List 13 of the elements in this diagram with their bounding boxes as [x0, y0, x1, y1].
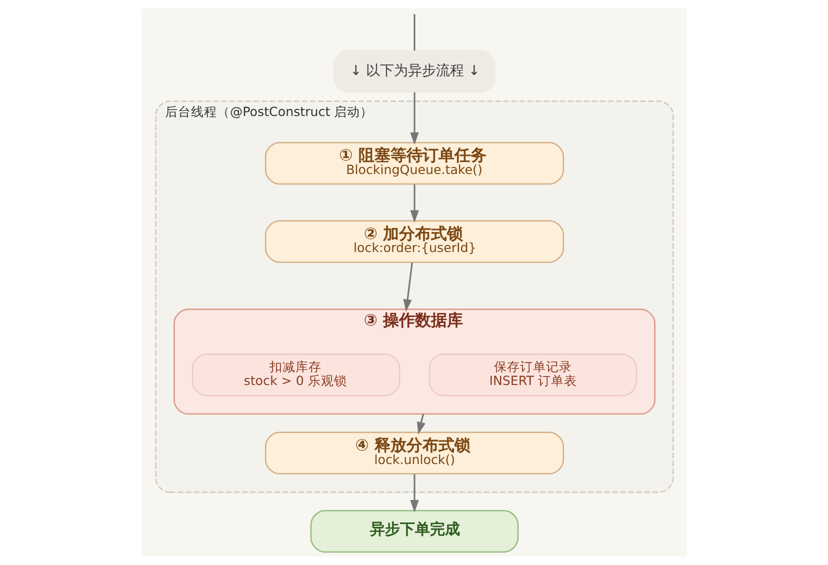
node-box: 扣减库存 stock > 0 乐观锁: [191, 354, 400, 396]
node-box: ↓ 以下为异步流程 ↓: [332, 50, 496, 93]
node-box: 异步下单完成: [310, 510, 518, 553]
node-box: ② 加分布式锁 lock:order:{userId}: [264, 220, 564, 263]
arrow: [402, 262, 412, 312]
node-box: 保存订单记录 INSERT 订单表: [428, 354, 637, 396]
arrow: [410, 184, 418, 223]
arrow: [410, 474, 418, 512]
node-box: ④ 释放分布式锁 lock.unlock(): [264, 432, 564, 474]
node-box: ① 阻塞等待订单任务 BlockingQueue.take(): [264, 142, 564, 185]
arrow: [416, 414, 425, 435]
arrow: [410, 92, 418, 145]
connector: [413, 14, 415, 51]
